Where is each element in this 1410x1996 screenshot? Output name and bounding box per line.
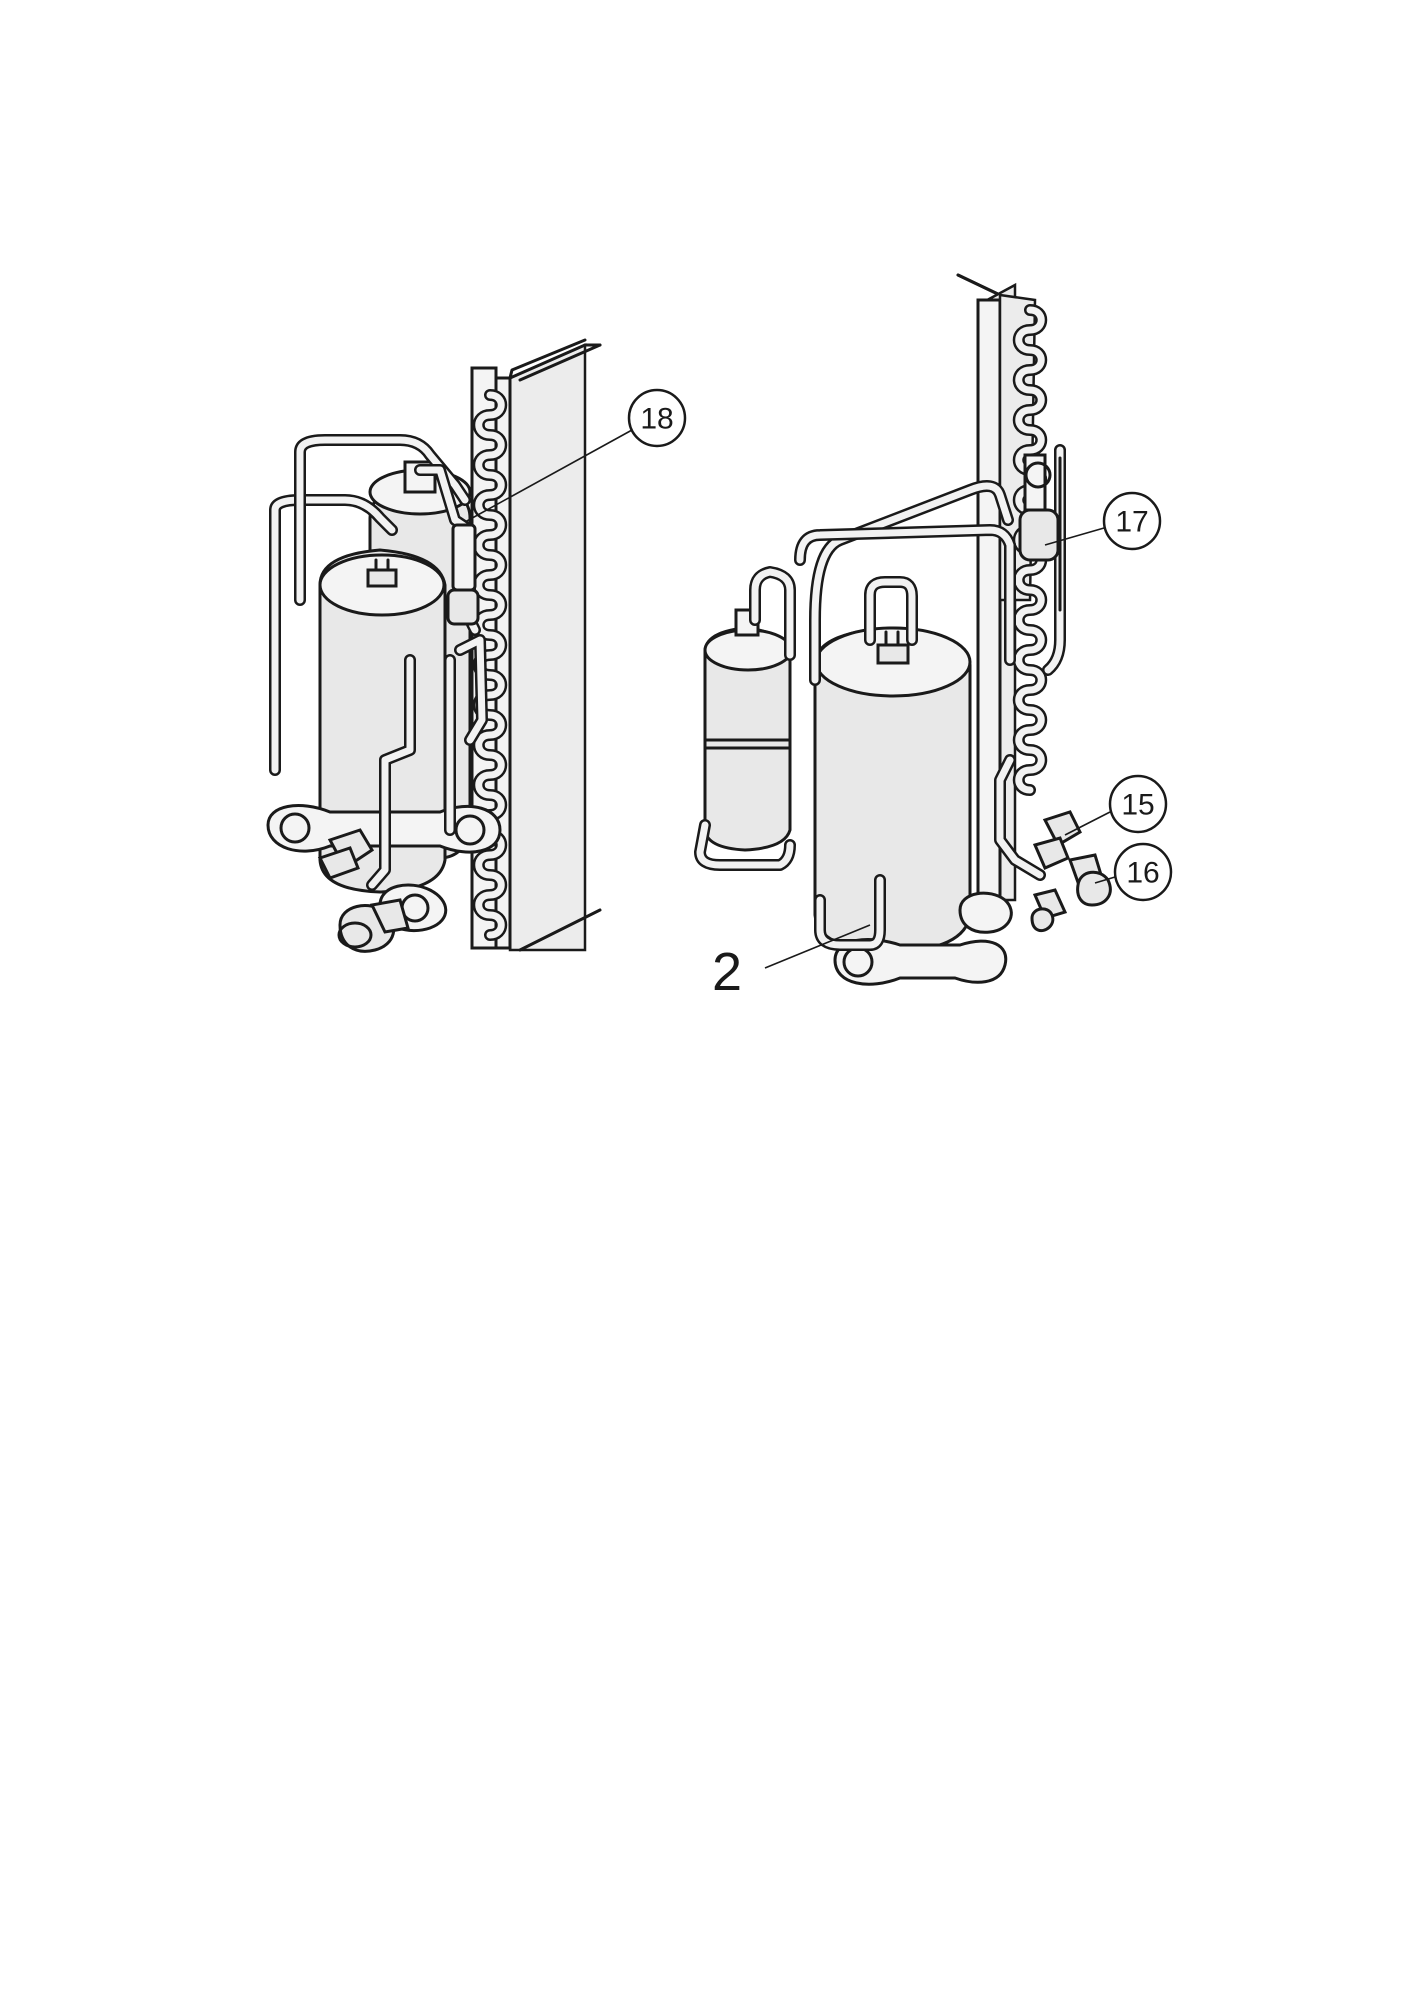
right-piping	[694, 444, 1066, 951]
right-service-valves	[1030, 810, 1112, 933]
callout-label-15: 15	[1121, 789, 1154, 822]
left-assembly	[266, 338, 602, 953]
callout-circle-18	[627, 388, 687, 448]
callout-circle-17	[1102, 491, 1162, 551]
callout-16: 16	[1094, 842, 1173, 902]
left-service-valves	[317, 828, 410, 953]
callout-label-17: 17	[1115, 506, 1148, 539]
callout-circle-16	[1113, 842, 1173, 902]
callout-circle-15	[1108, 774, 1168, 834]
callout-17: 17	[1044, 491, 1162, 551]
callout-18: 18	[464, 388, 687, 523]
label-2: 2	[712, 924, 871, 1002]
left-piping	[269, 434, 488, 891]
left-compressor	[266, 548, 502, 933]
right-compressor	[813, 626, 1013, 986]
callout-label-18: 18	[640, 403, 673, 436]
right-accumulator	[703, 608, 793, 852]
callout-15: 15	[1064, 774, 1168, 836]
callout-label-16: 16	[1126, 857, 1159, 890]
label-2-text: 2	[712, 942, 742, 1002]
right-assembly	[694, 273, 1112, 986]
